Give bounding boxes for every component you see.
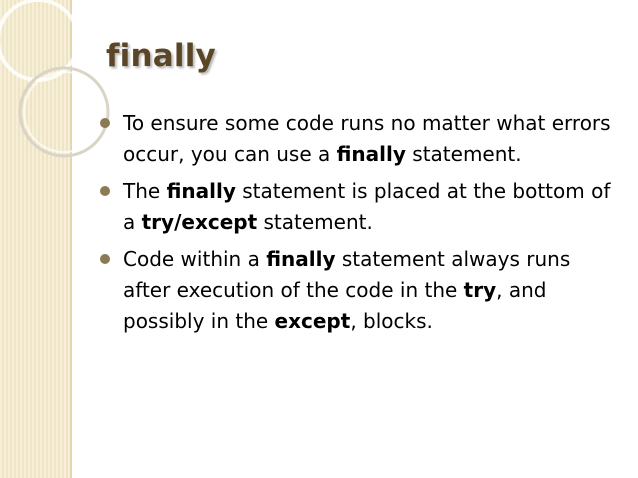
bullet-dot-icon <box>100 254 110 264</box>
bullet-dot-icon <box>100 186 110 196</box>
bold-keyword: finally <box>336 142 406 166</box>
bullet-item: To ensure some code runs no matter what … <box>98 108 618 170</box>
bullet-text: statement is placed at the bottom of a <box>123 179 611 234</box>
bold-keyword: try <box>463 278 497 302</box>
bullet-text: , blocks. <box>350 309 433 333</box>
bold-keyword: try/except <box>141 210 258 234</box>
bold-keyword: except <box>274 309 351 333</box>
decorative-rings-icon <box>0 0 110 158</box>
bullet-text: statement always runs after execution of… <box>123 247 571 302</box>
slide-title: finally <box>106 38 216 74</box>
side-band-divider <box>70 0 72 478</box>
bullet-item: Code within a finally statement always r… <box>98 244 618 337</box>
bullet-text: statement. <box>257 210 373 234</box>
bullet-text: , and possibly in the <box>123 278 547 333</box>
bullet-list: To ensure some code runs no matter what … <box>98 108 618 343</box>
bullet-text: Code within a <box>123 247 267 271</box>
bullet-dot-icon <box>100 118 110 128</box>
bullet-text: The <box>123 179 167 203</box>
bold-keyword: finally <box>266 247 336 271</box>
bullet-item: The finally statement is placed at the b… <box>98 176 618 238</box>
bold-keyword: finally <box>166 179 236 203</box>
bullet-text: statement. <box>405 142 522 166</box>
bullet-text: To ensure some code runs no matter what … <box>123 111 611 166</box>
